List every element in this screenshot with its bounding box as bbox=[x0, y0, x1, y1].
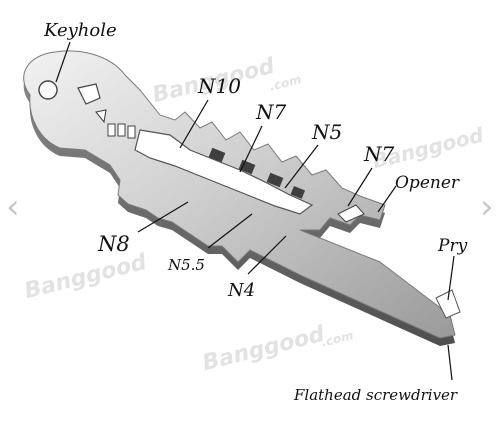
pointer-lines bbox=[55, 41, 455, 381]
label-opener: Opener bbox=[395, 173, 460, 193]
pointer-n7-right bbox=[347, 167, 373, 207]
bottle-opener-notch bbox=[337, 204, 365, 223]
pointer-n10 bbox=[179, 99, 209, 149]
label-n7-right: N7 bbox=[364, 142, 395, 166]
label-n5-5: N5.5 bbox=[168, 256, 205, 274]
tool-slot bbox=[134, 129, 314, 215]
skull-eye bbox=[77, 83, 101, 105]
label-n4: N4 bbox=[228, 280, 256, 301]
pointer-n4 bbox=[247, 235, 287, 275]
label-keyhole: Keyhole bbox=[44, 20, 117, 41]
label-n7-upper: N7 bbox=[256, 100, 287, 124]
skull-features bbox=[38, 80, 136, 139]
label-n5: N5 bbox=[312, 120, 343, 144]
pointer-keyhole bbox=[55, 41, 71, 83]
slot-notches bbox=[208, 147, 306, 199]
keyhole bbox=[38, 80, 58, 100]
label-flathead: Flathead screwdriver bbox=[294, 386, 458, 404]
skull-teeth bbox=[107, 123, 136, 139]
pointer-n7-upper bbox=[239, 125, 263, 173]
pointer-opener bbox=[377, 185, 397, 213]
label-pry: Pry bbox=[438, 236, 468, 256]
label-n10: N10 bbox=[198, 74, 241, 98]
pointer-n5 bbox=[284, 144, 319, 189]
tool-body bbox=[23, 50, 456, 339]
pointer-n5-5 bbox=[207, 213, 253, 249]
pointer-flathead bbox=[447, 344, 453, 381]
pointer-pry bbox=[447, 255, 455, 301]
label-n8: N8 bbox=[98, 232, 130, 256]
skull-nose bbox=[95, 109, 107, 124]
chevron-left-icon[interactable]: ‹ bbox=[6, 187, 20, 227]
pry-notch bbox=[435, 289, 461, 319]
chevron-right-icon[interactable]: › bbox=[480, 187, 494, 227]
pointer-n8 bbox=[137, 201, 189, 233]
